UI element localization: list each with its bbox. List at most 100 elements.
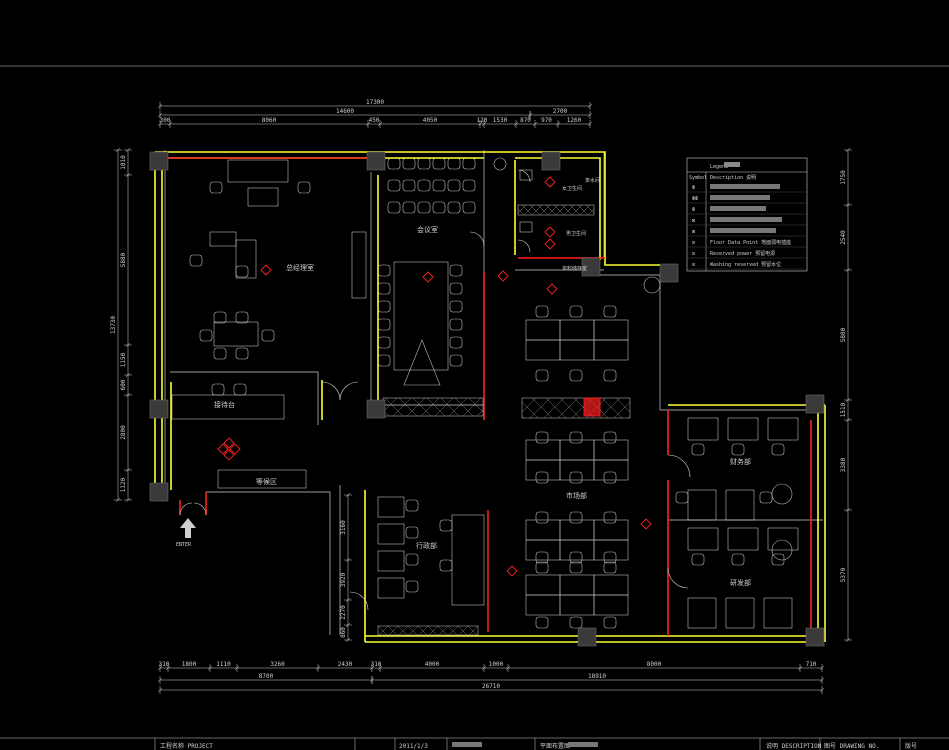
desk-return xyxy=(235,239,257,279)
hatch-line xyxy=(462,397,482,417)
dim-slash xyxy=(587,112,593,118)
desk xyxy=(763,597,793,629)
chair xyxy=(449,264,463,277)
hatch-line xyxy=(458,625,469,636)
index-markers xyxy=(217,176,652,577)
dim-slash xyxy=(125,497,131,503)
desk xyxy=(377,496,405,518)
index-marker xyxy=(422,271,434,283)
desk xyxy=(767,527,799,551)
legend-table: Legend Symbol Description 说明 ФФФФ⊠⊠⊡Floo… xyxy=(686,157,808,272)
title-block xyxy=(154,738,901,750)
chair xyxy=(603,551,617,564)
chair xyxy=(603,561,617,574)
dim-label: 5370 xyxy=(840,567,847,582)
desk xyxy=(593,339,629,361)
room-label-storage: 资料储存室 xyxy=(562,265,587,272)
dim-slash xyxy=(587,121,593,127)
structural-column xyxy=(366,151,386,171)
dim-label: 1750 xyxy=(840,170,847,185)
dim-slash xyxy=(587,103,593,109)
dim-slash xyxy=(527,112,533,118)
legend-col-desc: Description xyxy=(710,175,743,181)
dim-label: 14600 xyxy=(336,108,354,115)
structural-columns xyxy=(149,151,825,647)
dim-slash xyxy=(819,687,825,693)
room-label-reception: 接待台 xyxy=(214,400,235,409)
dim-label: 310 xyxy=(371,661,382,668)
dim-label: 4050 xyxy=(423,117,438,124)
chair xyxy=(535,551,549,564)
chair xyxy=(447,157,461,170)
room-label-waiting: 等候区 xyxy=(256,477,277,486)
dim-slash xyxy=(477,121,483,127)
hatch-line xyxy=(388,625,399,636)
dim-slash xyxy=(555,121,561,127)
desk xyxy=(593,459,629,481)
partition-walls xyxy=(162,157,812,636)
dim-slash xyxy=(157,121,163,127)
chair xyxy=(377,336,391,349)
hatch-line xyxy=(407,625,418,636)
desk-block xyxy=(451,514,485,606)
hatch-line xyxy=(561,204,573,216)
dim-slash xyxy=(532,121,538,127)
hatch-line xyxy=(457,625,468,636)
dim-slash xyxy=(819,665,825,671)
legend-symbol: ⊠ xyxy=(692,229,695,235)
chair xyxy=(233,383,247,396)
dim-slash xyxy=(369,677,375,683)
chair xyxy=(535,616,549,629)
chair xyxy=(439,559,453,572)
dim-slash xyxy=(345,622,351,628)
hatch-line xyxy=(577,204,589,216)
dim-label: 13730 xyxy=(110,316,117,334)
legend-redacted xyxy=(710,206,766,211)
dim-slash xyxy=(157,103,163,109)
chair xyxy=(731,443,745,456)
chair xyxy=(405,553,419,566)
legend-redacted xyxy=(710,228,776,233)
drawing-frame xyxy=(0,65,949,739)
legend-heading: Legend xyxy=(710,164,728,170)
desk xyxy=(377,550,405,572)
hatch-line xyxy=(428,625,439,636)
hatch-line xyxy=(517,204,527,214)
chair xyxy=(405,580,419,593)
dim-label: 860 xyxy=(340,627,347,638)
dim-label: 2430 xyxy=(338,661,353,668)
dim-slash xyxy=(845,507,851,513)
dim-slash xyxy=(377,121,383,127)
chair xyxy=(535,369,549,382)
projector-cone xyxy=(403,339,441,386)
desk xyxy=(767,417,799,441)
index-marker xyxy=(497,270,509,282)
hatch-line xyxy=(412,397,432,417)
chair xyxy=(603,511,617,524)
chair xyxy=(569,305,583,318)
dim-slash xyxy=(125,467,131,473)
chair xyxy=(569,431,583,444)
desk xyxy=(525,339,561,361)
dim-label: 8700 xyxy=(259,673,274,680)
tb-redacted-b xyxy=(568,742,598,747)
dim-slash xyxy=(125,172,131,178)
chair xyxy=(462,201,476,214)
hatch-line xyxy=(438,625,449,636)
hatch-line xyxy=(521,401,539,419)
hatch-line xyxy=(467,625,478,636)
chair xyxy=(449,300,463,313)
chair xyxy=(535,511,549,524)
dim-slash xyxy=(481,665,487,671)
hatch-line xyxy=(408,625,419,636)
dim-label: 1010 xyxy=(120,155,127,170)
hatch-line xyxy=(468,397,484,413)
chair xyxy=(432,179,446,192)
dim-slash xyxy=(845,267,851,273)
hatch-line xyxy=(559,397,581,419)
hatch-line xyxy=(579,204,591,216)
chair xyxy=(535,431,549,444)
hatch-line xyxy=(434,397,454,417)
desk xyxy=(593,539,629,561)
dim-slash xyxy=(369,665,375,671)
